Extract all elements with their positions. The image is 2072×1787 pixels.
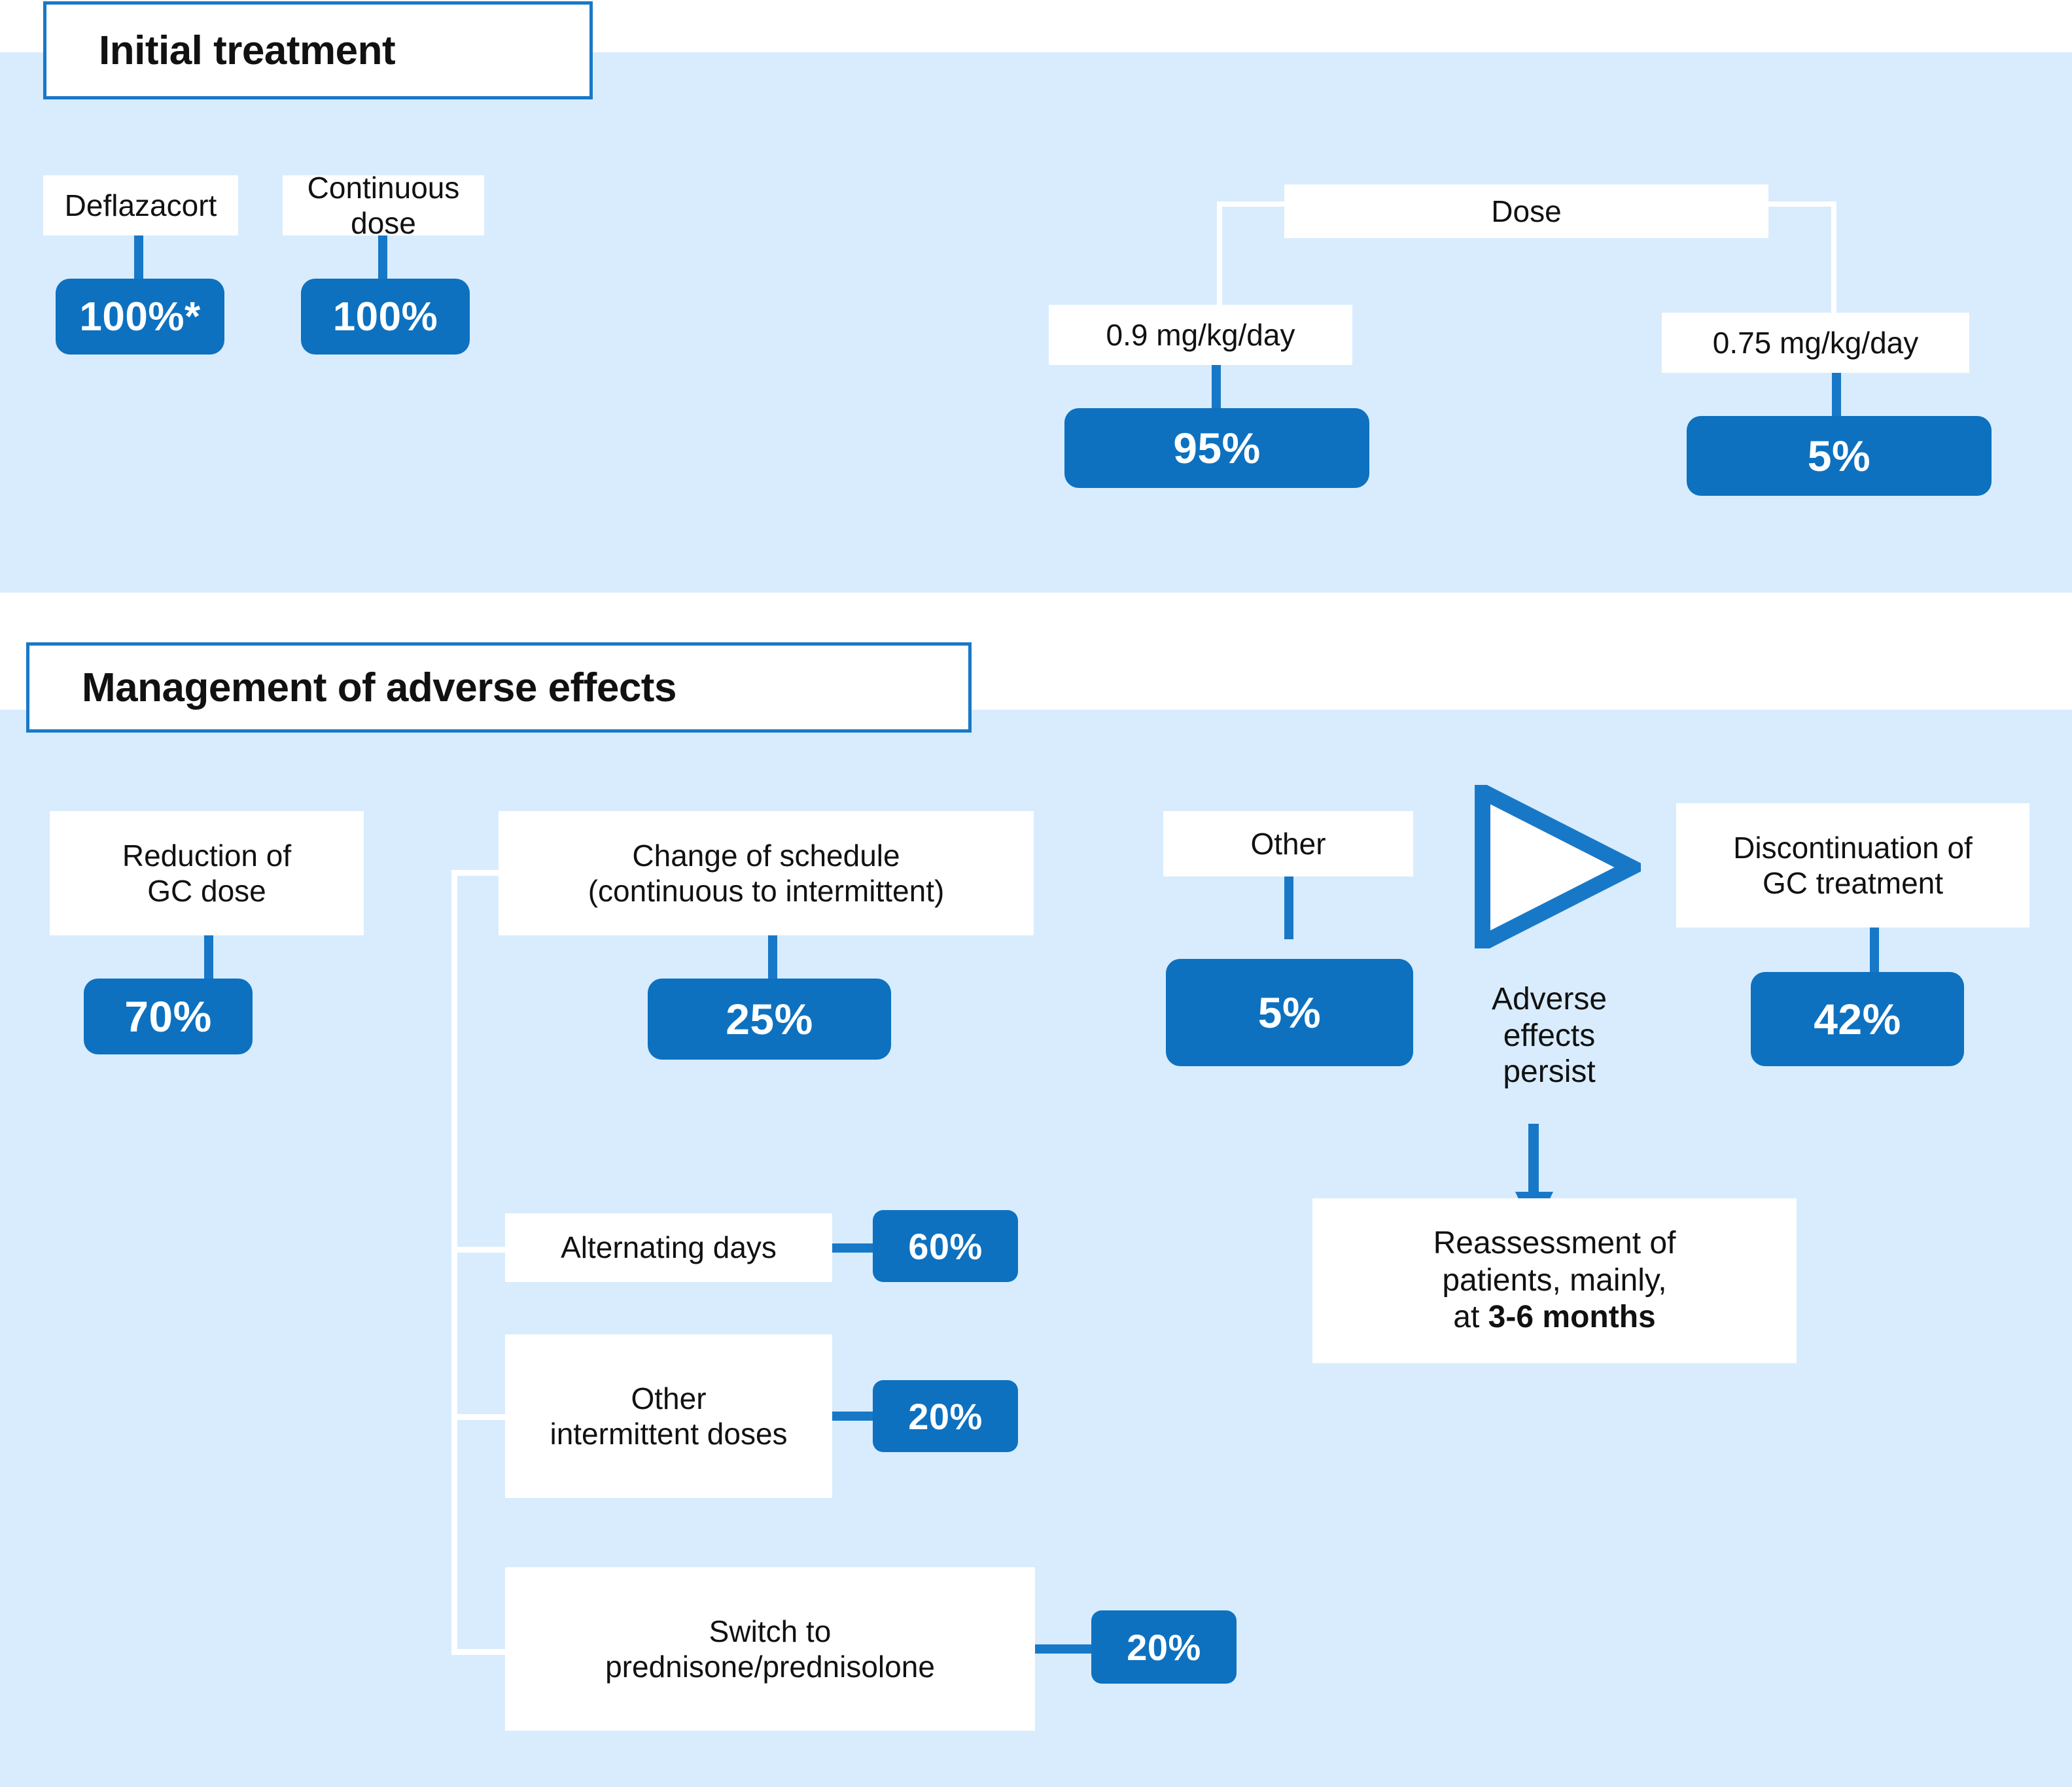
connector-dose-09 — [1212, 365, 1221, 408]
branch-dose-right-horizontal — [1768, 201, 1836, 207]
value-other: 5% — [1166, 959, 1413, 1066]
node-other-intermittent-doses: Other intermittent doses — [505, 1334, 832, 1498]
branch-dose-right-vertical — [1831, 201, 1836, 313]
branch-other-intermittent-doses — [451, 1414, 508, 1420]
node-switch-prednisone-line1: Switch to — [709, 1614, 832, 1648]
node-change-of-schedule-line1: Change of schedule — [632, 838, 900, 873]
connector-switch-prednisone — [1035, 1644, 1091, 1654]
connector-discontinuation-gc — [1870, 928, 1879, 972]
branch-dose-left-horizontal — [1217, 201, 1285, 207]
connector-other-intermittent-doses — [832, 1412, 873, 1421]
connector-other — [1284, 876, 1293, 939]
node-discontinuation-gc-line1: Discontinuation of — [1733, 830, 1973, 865]
node-reduction-gc-dose-line1: Reduction of — [122, 838, 292, 873]
connector-continuous-dose — [378, 235, 387, 279]
value-alternating-days: 60% — [873, 1210, 1018, 1282]
node-discontinuation-gc-line2: GC treatment — [1762, 866, 1944, 900]
node-dose-09-label: 0.9 mg/kg/day — [1049, 305, 1352, 365]
section-title-adverse-effects: Management of adverse effects — [26, 642, 972, 733]
connector-change-of-schedule — [768, 935, 777, 979]
node-switch-prednisone-line2: prednisone/prednisolone — [605, 1650, 935, 1684]
value-discontinuation-gc: 42% — [1751, 972, 1964, 1066]
branch-dose-left-vertical — [1217, 201, 1222, 306]
node-continuous-dose-label: Continuous dose — [283, 171, 484, 240]
persist-line3: persist — [1503, 1054, 1596, 1090]
section-title-adverse-effects-label: Management of adverse effects — [82, 665, 676, 710]
branch-schedule-trunk — [451, 870, 457, 1655]
section-title-initial-treatment-label: Initial treatment — [99, 27, 396, 73]
value-dose-09: 95% — [1064, 408, 1369, 488]
node-change-of-schedule: Change of schedule (continuous to interm… — [499, 811, 1034, 935]
node-other-intermittent-doses-line1: Other — [631, 1381, 707, 1415]
value-reduction-gc-dose: 70% — [84, 979, 253, 1054]
node-switch-prednisone: Switch to prednisone/prednisolone — [505, 1567, 1035, 1731]
node-deflazacort-label: Deflazacort — [43, 175, 238, 235]
value-continuous-dose: 100% — [301, 279, 470, 355]
reassessment-line2: patients, mainly, — [1442, 1262, 1667, 1298]
node-discontinuation-gc: Discontinuation of GC treatment — [1676, 803, 2029, 928]
branch-schedule-top-horizontal — [451, 870, 501, 876]
node-reassessment: Reassessment of patients, mainly, at 3-6… — [1312, 1198, 1797, 1363]
reassessment-line3-bold: 3-6 months — [1488, 1300, 1656, 1335]
section-title-initial-treatment: Initial treatment — [43, 1, 593, 99]
value-switch-prednisone: 20% — [1091, 1610, 1237, 1684]
node-dose-label: Dose — [1284, 184, 1768, 238]
connector-deflazacort — [134, 235, 143, 279]
node-other-intermittent-doses-line2: intermittent doses — [550, 1417, 788, 1451]
node-other-label: Other — [1163, 811, 1413, 876]
node-change-of-schedule-line2: (continuous to intermittent) — [588, 874, 945, 908]
persist-line2: effects — [1503, 1018, 1596, 1053]
node-reduction-gc-dose: Reduction of GC dose — [50, 811, 364, 935]
persist-line1: Adverse — [1491, 982, 1607, 1016]
value-deflazacort: 100%* — [56, 279, 224, 355]
adverse-effects-persist-note: Adverse effects persist — [1451, 981, 1647, 1090]
value-other-intermittent-doses: 20% — [873, 1380, 1018, 1452]
reassessment-line3-prefix: at — [1453, 1300, 1488, 1335]
branch-switch-prednisone — [451, 1649, 508, 1655]
node-alternating-days-label: Alternating days — [505, 1213, 832, 1282]
connector-dose-075 — [1832, 373, 1841, 416]
value-dose-075: 5% — [1687, 416, 1992, 496]
node-reduction-gc-dose-line2: GC dose — [147, 874, 266, 908]
node-dose-075-label: 0.75 mg/kg/day — [1662, 313, 1969, 373]
connector-reduction-gc-dose — [204, 935, 213, 979]
value-change-of-schedule: 25% — [648, 979, 891, 1060]
reassessment-line1: Reassessment of — [1433, 1226, 1676, 1261]
branch-alternating-days — [451, 1247, 508, 1253]
reassessment-line3: at 3-6 months — [1453, 1299, 1655, 1336]
play-triangle-icon — [1475, 785, 1641, 948]
connector-alternating-days — [832, 1243, 873, 1253]
